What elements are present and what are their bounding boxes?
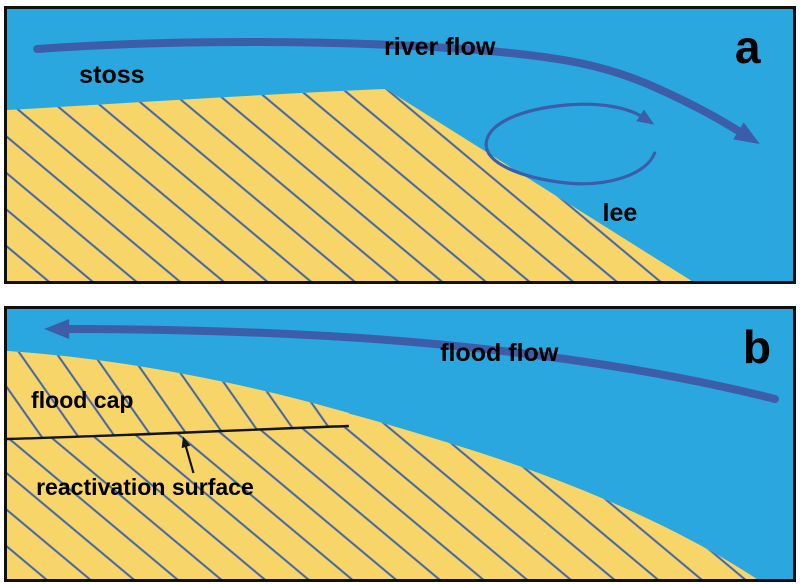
panel-b-corner-letter: b xyxy=(743,321,771,373)
flood-cap-hatch xyxy=(7,351,349,439)
panel-a-canvas: stoss river flow lee a xyxy=(7,9,793,281)
panel-b: flood flow flood cap reactivation surfac… xyxy=(4,306,796,582)
flood-flow-label: flood flow xyxy=(440,339,559,367)
reactivation-pointer-arrow xyxy=(181,436,195,474)
river-flow-label: river flow xyxy=(384,33,496,61)
flood-cap-label: flood cap xyxy=(31,387,133,413)
river-flow-arrow xyxy=(33,37,760,145)
panel-b-canvas: flood flow flood cap reactivation surfac… xyxy=(7,309,793,579)
panel-a: stoss river flow lee a xyxy=(4,6,796,284)
reactivation-surface-label: reactivation surface xyxy=(36,474,254,500)
lee-label: lee xyxy=(603,199,638,227)
cross-bedding-hatch-a xyxy=(7,89,692,281)
panel-a-corner-letter: a xyxy=(735,21,761,73)
stoss-label: stoss xyxy=(79,61,144,89)
lee-eddy-arrow xyxy=(484,102,657,186)
flood-flow-arrow xyxy=(44,319,779,403)
reactivation-surface-line xyxy=(7,424,349,441)
